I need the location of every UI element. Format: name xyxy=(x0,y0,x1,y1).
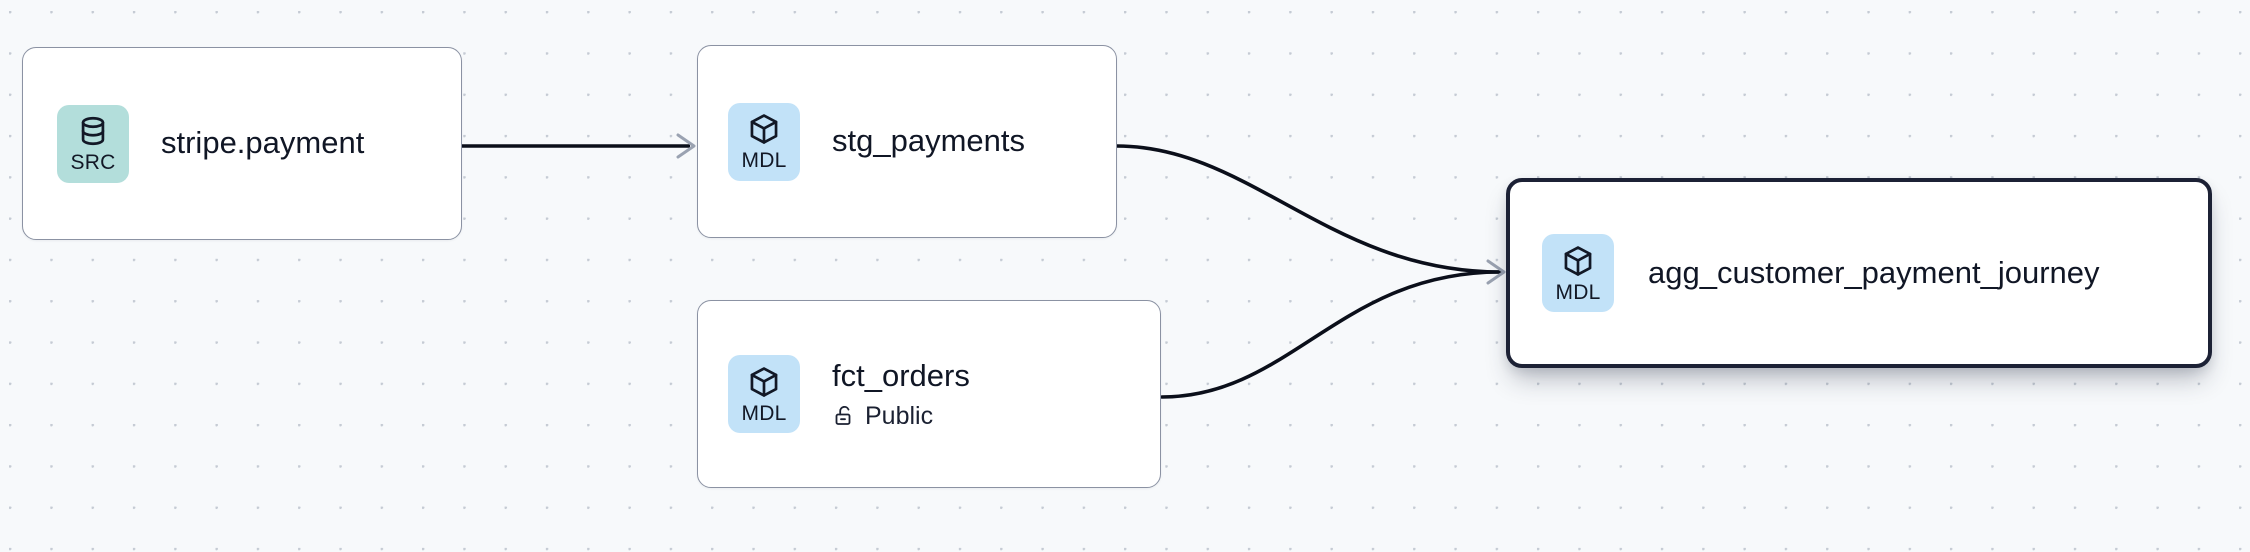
cube-icon xyxy=(747,112,781,146)
node-type-badge-label: SRC xyxy=(70,151,116,174)
node-type-badge-mdl: MDL xyxy=(728,355,800,433)
node-title: stripe.payment xyxy=(161,125,365,161)
node-title: agg_customer_payment_journey xyxy=(1648,254,2100,290)
node-type-badge-label: MDL xyxy=(741,149,787,172)
node-fct-orders[interactable]: MDL fct_orders Public xyxy=(697,300,1161,488)
node-type-badge-src: SRC xyxy=(57,104,129,183)
edge-fct-orders-to-agg-journey[interactable] xyxy=(1160,270,1502,399)
arrowhead-icon xyxy=(1486,259,1506,285)
database-icon xyxy=(76,114,110,148)
node-body: agg_customer_payment_journey xyxy=(1648,255,2100,292)
unlock-icon xyxy=(832,404,856,428)
edge-stripe-payment-to-stg-payments[interactable] xyxy=(462,133,696,159)
node-type-badge-label: MDL xyxy=(741,401,787,425)
arrowhead-icon xyxy=(676,133,696,159)
node-visibility-label: Public xyxy=(865,401,934,430)
node-stripe-payment[interactable]: SRC stripe.payment xyxy=(22,47,462,240)
node-type-badge-mdl: MDL xyxy=(728,102,800,181)
cube-icon xyxy=(747,365,781,399)
node-stg-payments[interactable]: MDL stg_payments xyxy=(697,45,1117,238)
node-title: fct_orders xyxy=(832,357,970,393)
node-type-badge-mdl: MDL xyxy=(1542,234,1614,312)
cube-icon xyxy=(1561,244,1595,278)
node-title: stg_payments xyxy=(832,123,1025,159)
node-visibility: Public xyxy=(832,401,970,431)
node-body: stripe.payment xyxy=(161,125,364,162)
node-type-badge-label: MDL xyxy=(1555,280,1601,304)
node-body: stg_payments xyxy=(832,123,1025,160)
node-body: fct_orders Public xyxy=(832,358,970,430)
node-agg-customer-payment-journey[interactable]: MDL agg_customer_payment_journey xyxy=(1506,178,2212,368)
edge-stg-payments-to-agg-journey[interactable] xyxy=(1115,144,1502,274)
